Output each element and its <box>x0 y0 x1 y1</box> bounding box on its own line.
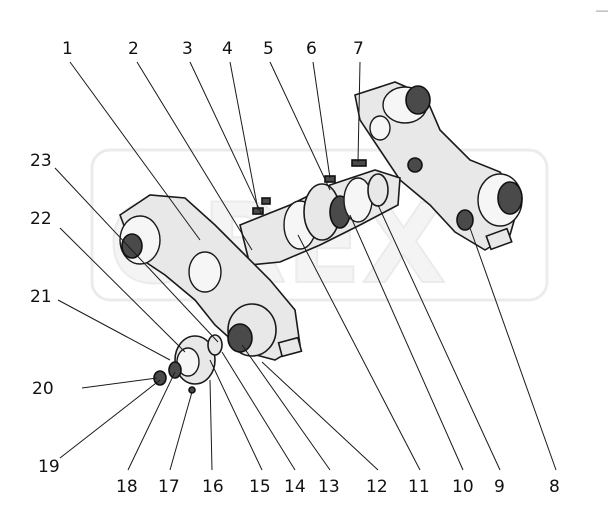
hub-assembly <box>153 334 223 394</box>
leader-lines <box>54 61 557 471</box>
callout-3: 3 <box>182 39 193 59</box>
callout-10: 10 <box>452 477 474 497</box>
differential-assembly <box>239 159 401 266</box>
callout-2: 2 <box>128 39 139 59</box>
callout-13: 13 <box>318 477 340 497</box>
callout-21: 21 <box>30 287 52 307</box>
callout-15: 15 <box>249 477 271 497</box>
callout-20: 20 <box>32 379 54 399</box>
front-axle-housing <box>119 194 303 361</box>
callout-19: 19 <box>38 457 60 477</box>
callout-5: 5 <box>263 39 274 59</box>
rear-axle-housing <box>354 81 523 251</box>
callout-18: 18 <box>116 477 138 497</box>
callout-labels: 1 2 3 4 5 6 7 8 9 10 11 12 13 14 15 16 1… <box>30 39 560 497</box>
callout-1: 1 <box>62 39 73 59</box>
callout-14: 14 <box>284 477 306 497</box>
callout-4: 4 <box>222 39 233 59</box>
callout-9: 9 <box>494 477 505 497</box>
callout-7: 7 <box>353 39 364 59</box>
callout-16: 16 <box>202 477 224 497</box>
callout-11: 11 <box>408 477 430 497</box>
callout-17: 17 <box>158 477 180 497</box>
callout-23: 23 <box>30 151 52 171</box>
callout-22: 22 <box>30 209 52 229</box>
callout-12: 12 <box>366 477 388 497</box>
corner-mark: — <box>596 3 608 17</box>
callout-8: 8 <box>549 477 560 497</box>
callout-6: 6 <box>306 39 317 59</box>
